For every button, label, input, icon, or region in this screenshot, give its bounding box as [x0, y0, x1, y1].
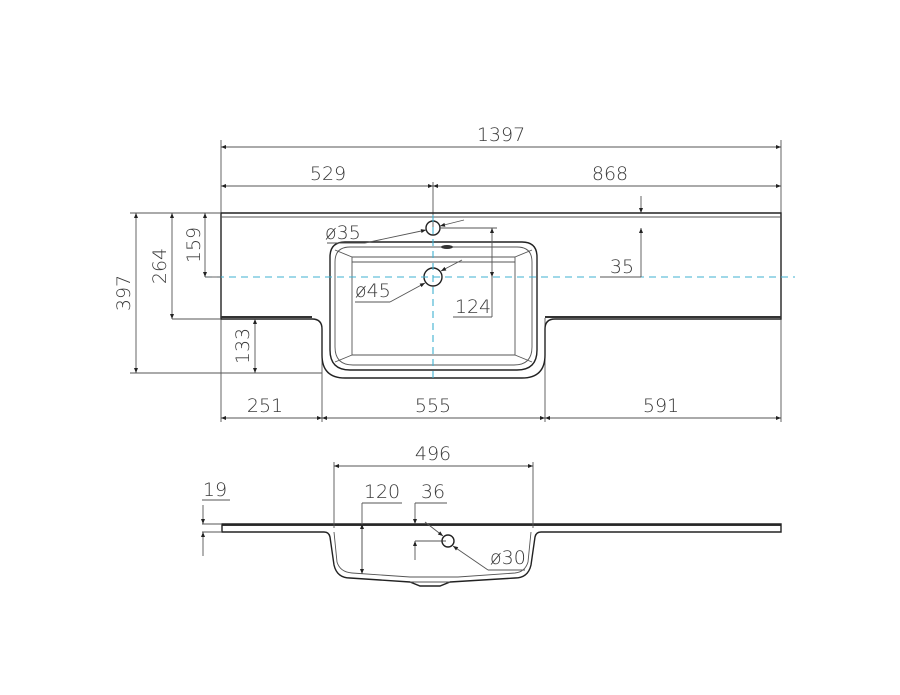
dim-36: 36	[421, 481, 445, 503]
top-view: 1397 529 868 ø35	[113, 124, 795, 422]
dim-35: 35	[610, 256, 634, 278]
dim-120: 120	[364, 481, 400, 503]
dim-397: 397	[113, 275, 135, 311]
dim-591: 591	[643, 395, 679, 417]
dim-drain-dia: ø45	[355, 280, 391, 302]
dim-529: 529	[310, 163, 346, 185]
dim-tap-hole-dia: ø35	[325, 222, 361, 244]
dim-496: 496	[415, 443, 451, 465]
overflow-hole	[441, 534, 455, 548]
dim-555: 555	[415, 395, 451, 417]
dim-868: 868	[592, 163, 628, 185]
dim-overflow-dia: ø30	[490, 547, 526, 569]
overflow-slot	[441, 245, 453, 249]
side-view: 496 19 120 36 ø30	[201, 443, 782, 587]
dim-264: 264	[149, 248, 171, 284]
dim-251: 251	[247, 395, 283, 417]
dim-19: 19	[203, 479, 227, 501]
dim-124: 124	[455, 296, 491, 318]
dim-1397: 1397	[477, 124, 525, 146]
dim-133: 133	[232, 328, 254, 364]
dim-159: 159	[183, 227, 205, 263]
